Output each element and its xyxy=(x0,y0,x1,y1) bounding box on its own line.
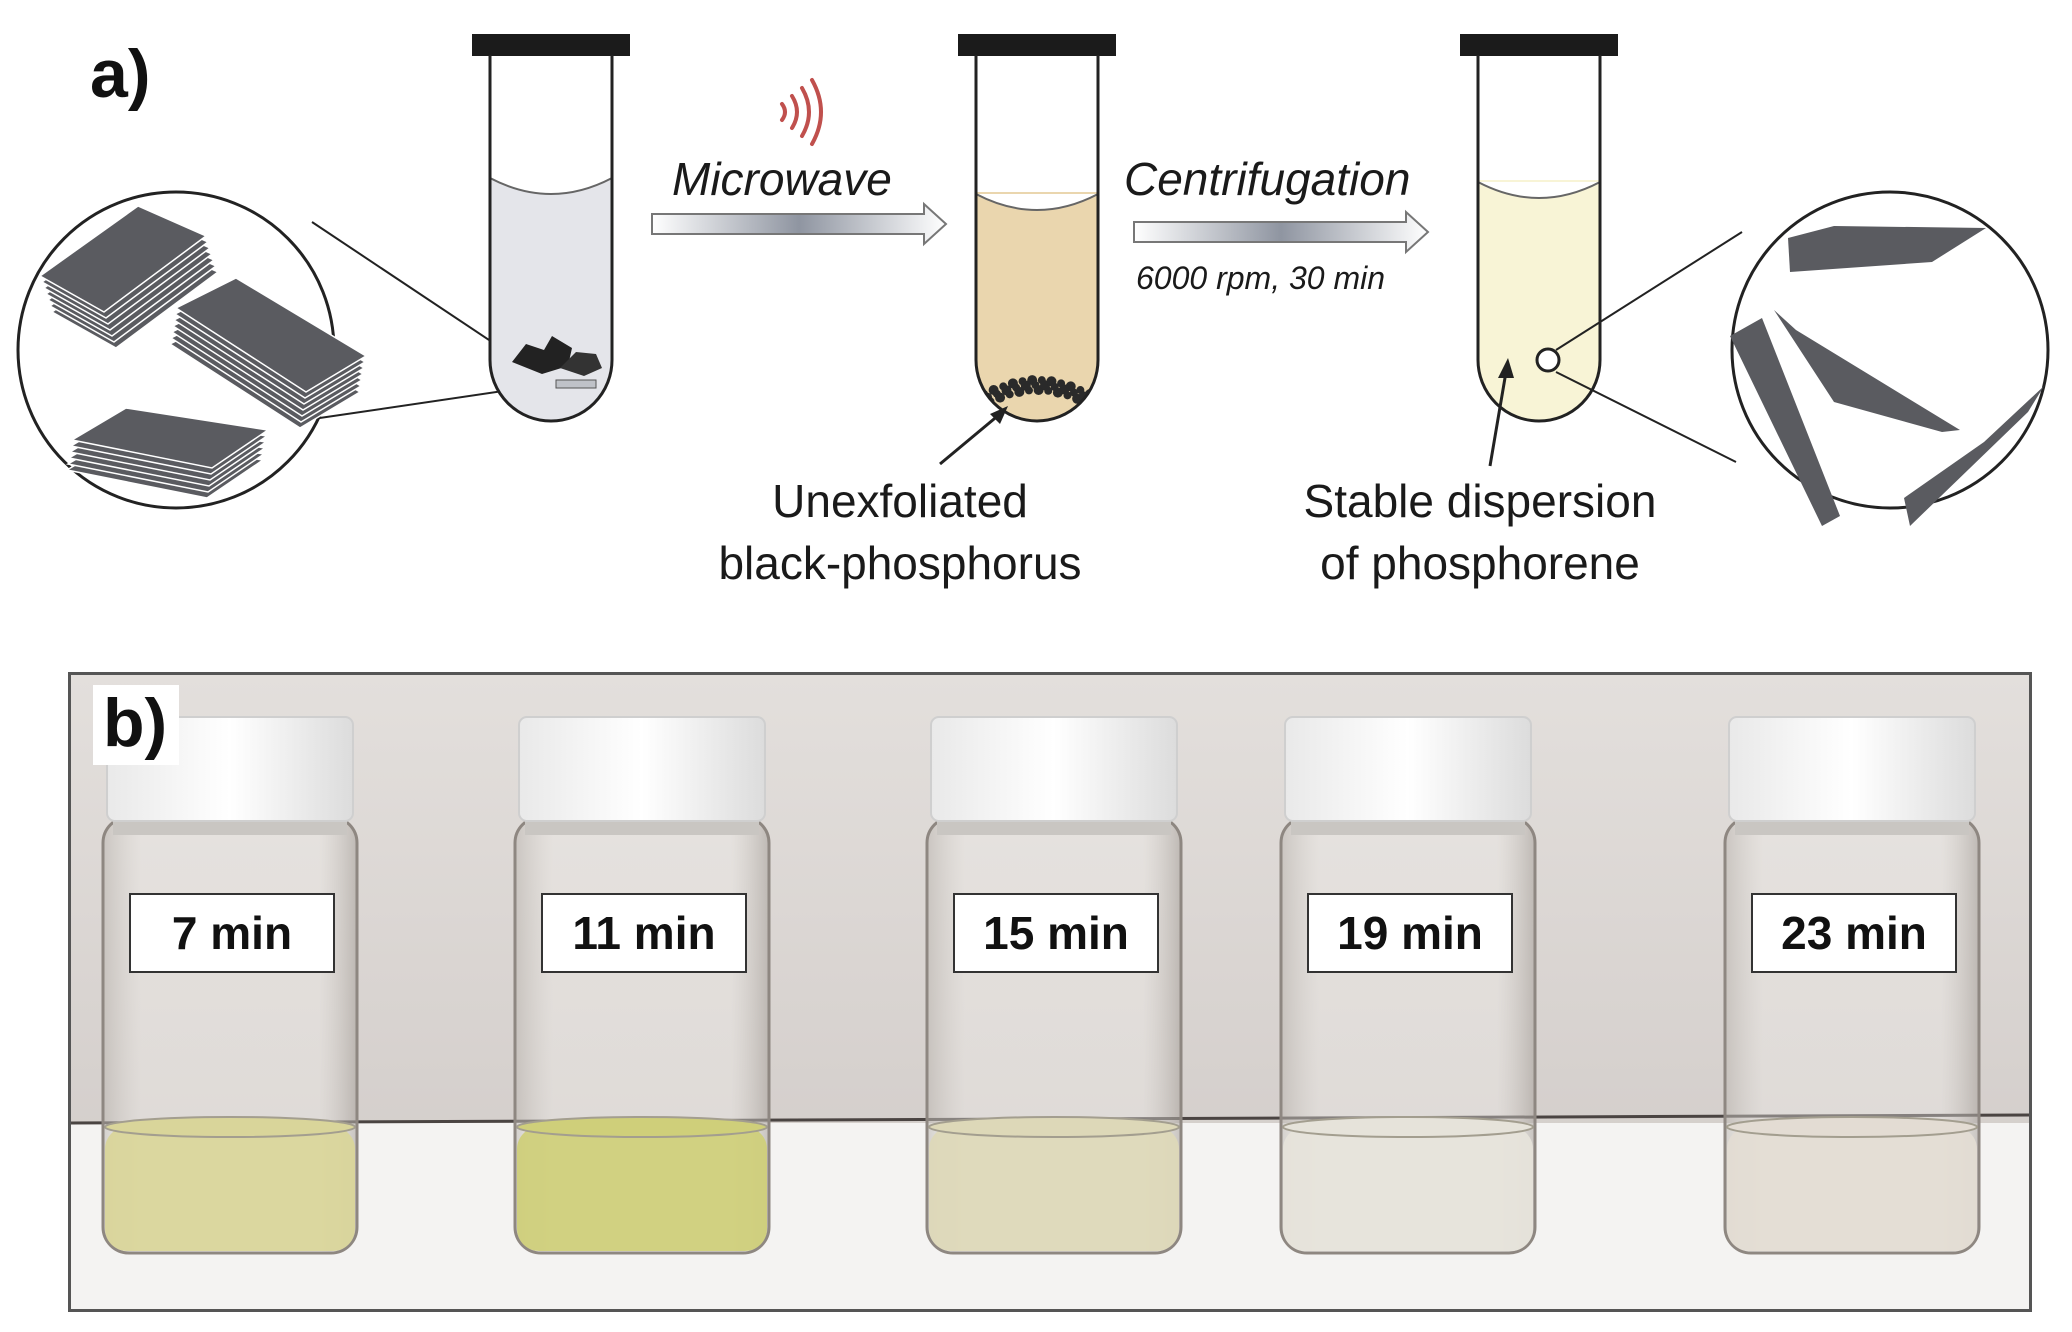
vial-label-23min: 23 min xyxy=(1751,893,1957,973)
vial xyxy=(1723,716,1981,1255)
pointer-unexfoliated xyxy=(939,406,1008,466)
phosphorene-flake xyxy=(1774,310,1960,432)
phosphorene-flake xyxy=(1904,386,2044,526)
vial xyxy=(1279,716,1537,1255)
vial-label-15min: 15 min xyxy=(953,893,1159,973)
test-tube-after-centrifugation xyxy=(1460,34,1618,423)
vial-meniscus xyxy=(928,1116,1180,1138)
vial-label-19min: 19 min xyxy=(1307,893,1513,973)
vial-label-11min: 11 min xyxy=(541,893,747,973)
dispersion-caption-line2: of phosphorene xyxy=(1320,537,1640,589)
bp-particle xyxy=(995,392,1006,403)
microwave-waves-icon xyxy=(780,78,823,146)
test-tube-after-microwave xyxy=(958,34,1116,423)
flake-stack xyxy=(64,407,270,499)
vial-liquid xyxy=(1727,1127,1977,1251)
arrow-centrifugation xyxy=(1133,209,1430,255)
vial xyxy=(513,716,771,1255)
panel-b-label: b) xyxy=(93,685,180,765)
vial-meniscus xyxy=(516,1116,768,1138)
bp-particle xyxy=(1044,386,1053,395)
flake-layer xyxy=(38,205,208,313)
vial-cap xyxy=(1728,716,1976,822)
vial-liquid xyxy=(929,1127,1179,1251)
vial-cap xyxy=(518,716,766,822)
vial xyxy=(101,716,359,1255)
flake-stack xyxy=(168,277,368,429)
microwave-label: Microwave xyxy=(672,153,892,205)
unexfoliated-caption: Unexfoliated black-phosphorus xyxy=(680,470,1120,594)
vial-cap xyxy=(930,716,1178,822)
zoom-circle-phosphorene xyxy=(1555,190,2050,526)
bp-particle xyxy=(1063,391,1072,400)
vial-liquid xyxy=(1283,1127,1533,1251)
flake-stack xyxy=(38,205,220,349)
vial-meniscus xyxy=(104,1116,356,1138)
vial-liquid xyxy=(517,1127,767,1251)
centrifugation-conditions: 6000 rpm, 30 min xyxy=(1136,260,1386,296)
arrow-microwave xyxy=(651,201,948,247)
vial-liquid xyxy=(105,1127,355,1251)
bp-particle xyxy=(1024,386,1033,395)
unexfoliated-caption-line2: black-phosphorus xyxy=(718,537,1082,589)
flake-layer xyxy=(174,277,368,393)
vial xyxy=(925,716,1183,1255)
phosphorene-flake xyxy=(1788,226,1986,272)
vial-meniscus xyxy=(1726,1116,1978,1138)
vial-photo xyxy=(71,675,2029,1309)
phosphorene-flake xyxy=(1730,318,1840,526)
panel-b-photo: b) 7 min 11 min 15 min 19 min 23 min xyxy=(68,672,2032,1312)
panel-a-label: a) xyxy=(90,36,151,112)
vial-cap xyxy=(1284,716,1532,822)
dispersion-caption-line1: Stable dispersion xyxy=(1303,475,1657,527)
bp-particle xyxy=(1005,390,1014,399)
dispersion-caption: Stable dispersion of phosphorene xyxy=(1270,470,1690,594)
test-tube-initial xyxy=(472,34,630,423)
vial-meniscus xyxy=(1282,1116,1534,1138)
centrifugation-label: Centrifugation xyxy=(1124,153,1411,205)
pointer-dispersion xyxy=(1488,358,1514,467)
bp-particle xyxy=(1014,386,1025,397)
zoom-circle-bulk-black-phosphorus xyxy=(16,190,517,510)
panel-a-diagram xyxy=(16,34,2050,526)
unexfoliated-caption-line1: Unexfoliated xyxy=(772,475,1028,527)
flake-layer xyxy=(69,407,270,469)
vial-label-7min: 7 min xyxy=(129,893,335,973)
